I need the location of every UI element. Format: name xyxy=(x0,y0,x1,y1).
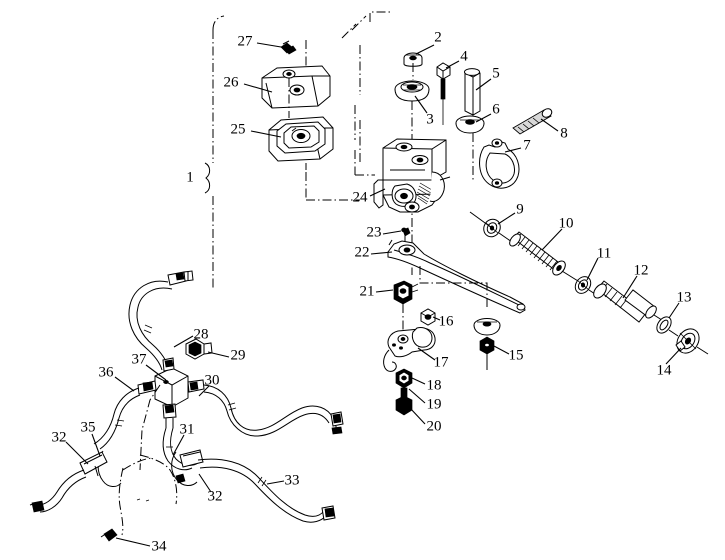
part-15-nut xyxy=(479,336,495,370)
part-25-switch-body xyxy=(268,116,334,162)
part-30-right-hose xyxy=(203,384,344,437)
callout-24: 24 xyxy=(353,189,369,205)
part-20-nut xyxy=(395,395,413,416)
callout-2: 2 xyxy=(434,29,442,45)
callout-8: 8 xyxy=(560,125,568,141)
frame-detail-marks xyxy=(136,498,150,502)
callout-18: 18 xyxy=(427,377,442,393)
callout-36: 36 xyxy=(99,364,115,380)
part-32-clip-left xyxy=(29,469,87,513)
callout-9: 9 xyxy=(516,201,524,217)
cable-shaft-1 xyxy=(469,211,493,229)
part-6-washer-upper xyxy=(455,115,485,134)
part-7-clamp xyxy=(479,138,520,189)
callout-15: 15 xyxy=(509,347,524,363)
callout-6: 6 xyxy=(492,101,500,117)
callout-1: 1 xyxy=(186,169,194,185)
part-33-long-hose xyxy=(197,458,336,523)
part-29-fitting xyxy=(185,338,213,360)
callout-33: 33 xyxy=(285,472,300,488)
part-26-switch-cover xyxy=(261,65,331,109)
callout-19: 19 xyxy=(427,396,442,412)
callout-35: 35 xyxy=(81,419,96,435)
part-16-nut xyxy=(420,308,436,326)
part-34-screw xyxy=(100,528,118,542)
callout-20: 20 xyxy=(427,418,442,434)
part-21-adjuster xyxy=(393,280,419,305)
callout-28: 28 xyxy=(194,326,209,342)
align-line-37-frame xyxy=(139,384,161,471)
align-line-lever-washer xyxy=(419,266,488,310)
callout-26: 26 xyxy=(224,74,240,90)
callout-7: 7 xyxy=(523,137,531,153)
part-13-oring xyxy=(656,316,672,334)
part-27-screw xyxy=(280,40,297,55)
part-2-nut xyxy=(403,52,423,67)
callout-27: 27 xyxy=(238,33,254,49)
part-22-brake-lever xyxy=(387,239,526,314)
callout-31: 31 xyxy=(180,421,195,437)
callout-5: 5 xyxy=(492,65,500,81)
part-35-clip-left xyxy=(79,450,122,487)
part-10-spring xyxy=(509,231,566,276)
part-14-end-fitting xyxy=(675,328,709,355)
callout-12: 12 xyxy=(634,262,649,278)
callout-16: 16 xyxy=(439,313,455,329)
callout-30: 30 xyxy=(205,372,220,388)
part-32-clip-right xyxy=(171,449,204,486)
part-12-boot xyxy=(593,280,657,323)
part-24-master-cylinder-body xyxy=(373,138,451,213)
callout-37: 37 xyxy=(132,351,148,367)
part-17-lever-bracket xyxy=(383,327,436,372)
part-23-pin xyxy=(401,227,411,237)
callout-25: 25 xyxy=(231,121,246,137)
part-37-tee-block xyxy=(137,357,205,428)
callout-13: 13 xyxy=(677,289,692,305)
leader-lines xyxy=(65,42,682,547)
cable-shaft-3 xyxy=(561,270,579,282)
part-11-nut xyxy=(574,276,592,294)
callout-23: 23 xyxy=(367,224,382,240)
callout-3: 3 xyxy=(426,111,434,127)
part-3-reservoir-cap xyxy=(394,80,430,102)
part-6-washer-lower xyxy=(473,318,501,336)
part-28-upper-hose xyxy=(128,270,194,371)
callout-11: 11 xyxy=(597,245,611,261)
callout-32: 32 xyxy=(52,429,67,445)
callout-14: 14 xyxy=(657,362,673,378)
part-4-bolt xyxy=(436,62,451,125)
part-8-clamp-bolt xyxy=(512,108,553,135)
callout-labels: 1234567891011121314151617181920212223242… xyxy=(52,29,692,554)
callout-4: 4 xyxy=(460,48,468,64)
callout-21: 21 xyxy=(360,283,375,299)
callout-29: 29 xyxy=(231,347,246,363)
part-36-left-hose xyxy=(93,387,141,450)
part-18-bolt xyxy=(395,368,413,389)
callout-10: 10 xyxy=(559,215,574,231)
assembly-bracket-outline xyxy=(204,11,390,290)
callout-34: 34 xyxy=(152,538,168,554)
callout-17: 17 xyxy=(434,354,450,370)
cable-shaft-6 xyxy=(668,329,679,337)
callout-22: 22 xyxy=(355,244,370,260)
dashed-frame-lower xyxy=(118,454,178,536)
callout-32b: 32 xyxy=(208,488,223,504)
part-5-pivot-bolt xyxy=(464,68,481,116)
